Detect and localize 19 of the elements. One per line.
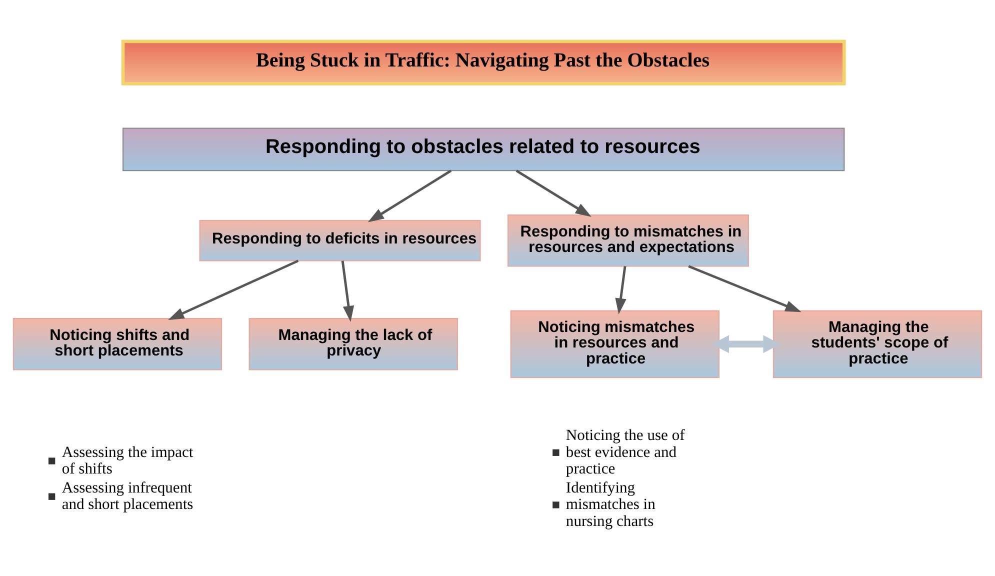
- arrow: [516, 169, 592, 216]
- arrow: [712, 334, 780, 353]
- arrow: [615, 266, 626, 314]
- arrow: [368, 169, 452, 222]
- node-label: Identifying mismatches in nursing charts: [566, 478, 656, 530]
- node-label: Noticing the use of best evidence and practice: [566, 426, 685, 477]
- node-box: Managing the students' scope of practice: [772, 310, 982, 378]
- node-label: Assessing the impact of shifts: [62, 443, 194, 477]
- node-box: Responding to obstacles related to resources: [122, 127, 845, 171]
- node-box: Noticing mismatches in resources and practice: [510, 310, 720, 378]
- node-box: Responding to mismatches in resources and expectations: [508, 214, 749, 266]
- node-label: Assessing infrequent and short placements: [62, 478, 194, 513]
- node-box: Noticing shifts and short placements: [12, 317, 222, 370]
- arrow: [168, 259, 299, 320]
- arrow: [341, 260, 354, 322]
- node-box: Being Stuck in Traffic: Navigating Past the Obstacles: [121, 39, 846, 85]
- node-box: Responding to deficits in resources: [199, 220, 481, 261]
- arrow: [688, 264, 802, 312]
- node-box: Managing the lack of privacy: [248, 317, 458, 370]
